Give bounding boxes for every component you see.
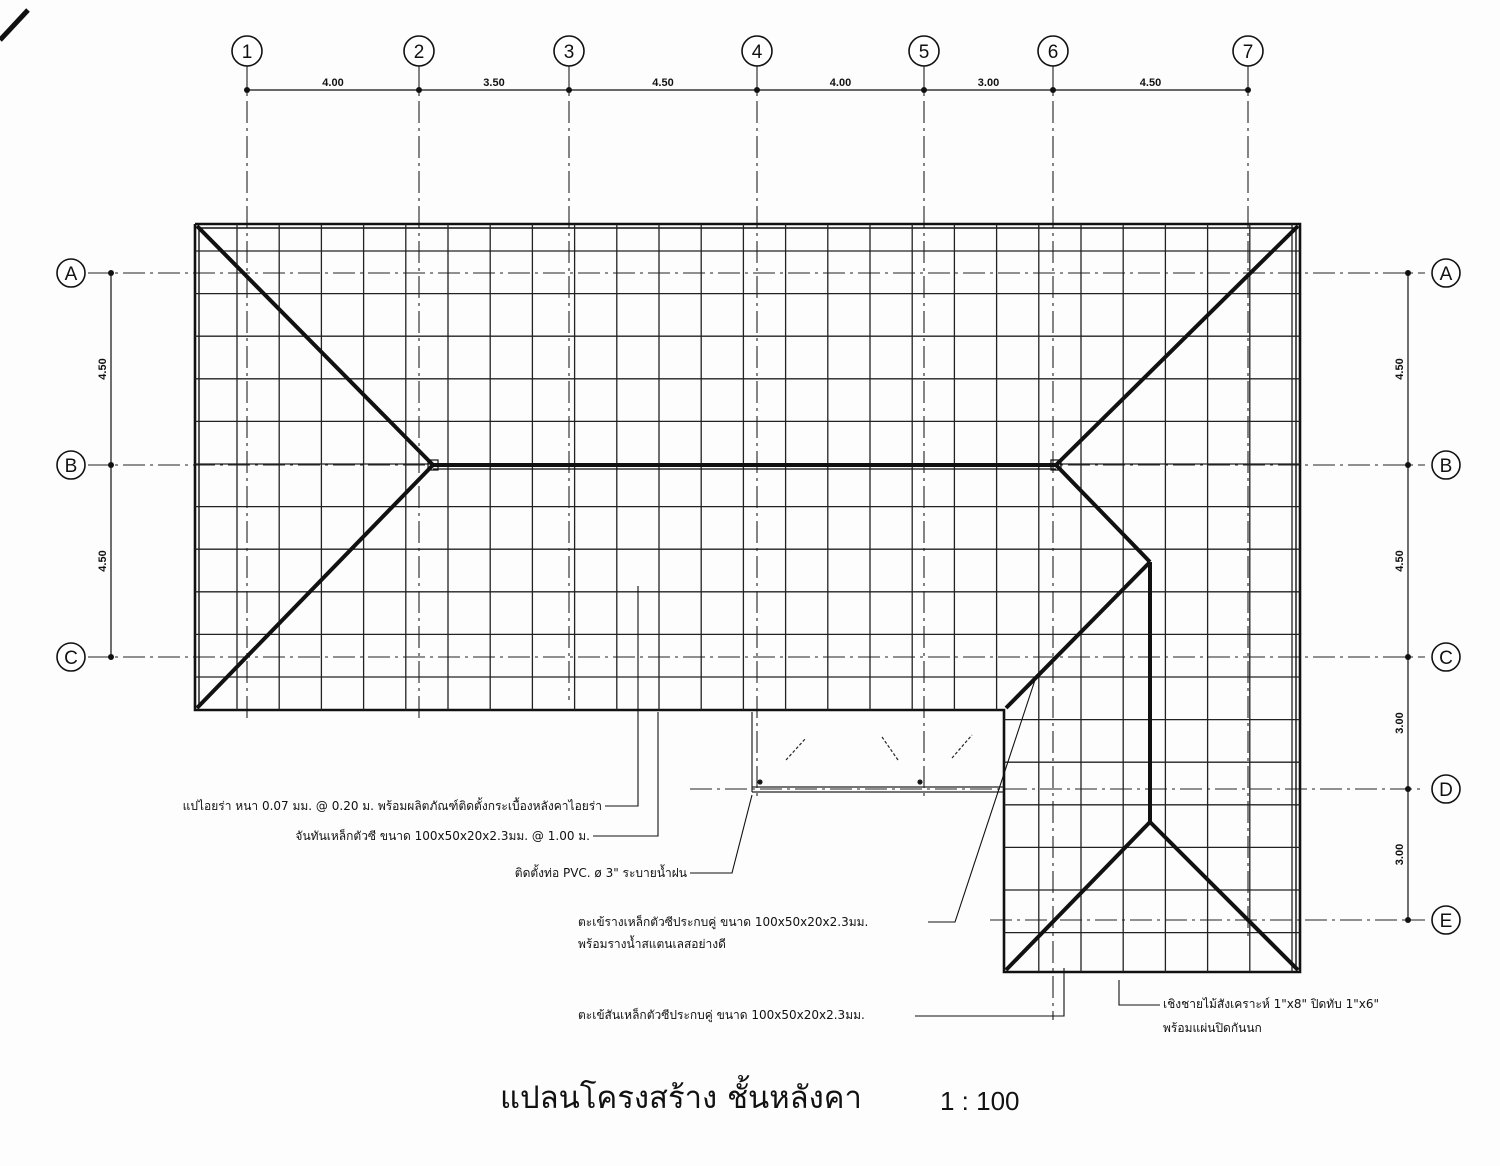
column-bubble-label: 4 — [752, 42, 763, 63]
column-bubble-label: 2 — [414, 42, 425, 63]
row-bubble-left — [56, 258, 86, 288]
dim-dot — [754, 87, 760, 93]
drawing-title: แปลนโครงสร้าง ชั้นหลังคา — [500, 1075, 862, 1116]
row-bubble-label: A — [65, 264, 78, 285]
column-spacing-label: 4.00 — [322, 77, 343, 89]
row-bubble-label: C — [64, 648, 78, 669]
row-bubble-label: A — [1440, 264, 1453, 285]
hip-line-se-2 — [1148, 820, 1300, 972]
hip-line-nw — [195, 224, 435, 467]
hip-line-sw — [195, 463, 435, 710]
column-spacing-label: 4.50 — [1140, 77, 1161, 89]
row-bubble-right — [1431, 774, 1461, 804]
column-bubble-label: 5 — [919, 42, 930, 63]
column-spacing-label: 4.00 — [830, 77, 851, 89]
side-dimension-chains — [110, 273, 1409, 920]
column-bubble — [908, 35, 940, 67]
rafter-grid — [195, 224, 1300, 972]
row-spacing-right-label: 3.00 — [1394, 712, 1406, 733]
note-hip: ตะเข้สันเหล็กตัวซีประกบคู่ ขนาด 100x50x2… — [578, 1007, 865, 1023]
dim-dot — [1245, 87, 1251, 93]
note-fascia-2: พร้อมแผ่นปิดกันนก — [1163, 1021, 1262, 1035]
row-bubbles: A A B B C C D E — [56, 258, 1461, 935]
hip-line-se-1 — [1004, 820, 1152, 972]
note-fascia-1: เชิงชายไม้สังเคราะห์ 1"x8" ปิดทับ 1"x6" — [1163, 997, 1379, 1011]
column-bubble — [1037, 35, 1069, 67]
hip-ridge-inner — [427, 459, 1062, 471]
dim-dot — [566, 87, 572, 93]
row-bubble-right — [1431, 450, 1461, 480]
drawing-scale: 1 : 100 — [940, 1086, 1020, 1116]
roof-outline — [193, 222, 1302, 974]
note-valley-2: พร้อมรางน้ำสแตนเลสอย่างดี — [578, 935, 726, 951]
gutter-notch — [751, 712, 1004, 793]
valley-line-2 — [1004, 560, 1152, 710]
row-spacing-right-label: 4.50 — [1394, 550, 1406, 571]
column-bubble-label: 6 — [1048, 42, 1059, 63]
row-bubble-label: D — [1439, 780, 1453, 801]
row-bubble-left — [56, 642, 86, 672]
column-bubble — [231, 35, 263, 67]
row-spacing-right-label: 4.50 — [1394, 358, 1406, 379]
column-bubble-label: 1 — [242, 42, 253, 63]
dim-dot — [921, 87, 927, 93]
column-spacing-label: 3.50 — [483, 77, 504, 89]
column-bubble — [741, 35, 773, 67]
column-bubble — [553, 35, 585, 67]
dim-dot — [416, 87, 422, 93]
column-bubbles: 1 2 3 4 5 6 7 — [231, 35, 1264, 93]
dim-dot — [244, 87, 250, 93]
note-purlin: แปไอยร่า หนา 0.07 มม. @ 0.20 ม. พร้อมผลิ… — [183, 797, 602, 813]
row-bubble-label: C — [1439, 648, 1453, 669]
note-valley-1: ตะเข้รางเหล็กตัวซีประกบคู่ ขนาด 100x50x2… — [578, 914, 868, 930]
column-spacing-label: 3.00 — [978, 77, 999, 89]
dim-dot — [1050, 87, 1056, 93]
row-bubble-label: E — [1440, 911, 1453, 932]
row-bubble-left — [56, 450, 86, 480]
column-bubble — [1232, 35, 1264, 67]
column-bubble — [403, 35, 435, 67]
row-spacing-left-label: 4.50 — [97, 358, 109, 379]
row-spacing-left-label: 4.50 — [97, 550, 109, 571]
leader-lines — [593, 586, 1160, 1017]
row-bubble-right — [1431, 642, 1461, 672]
hip-line-ne — [1054, 224, 1300, 467]
note-downpipe: ติดตั้งท่อ PVC. ø 3" ระบายน้ำฝน — [515, 864, 687, 880]
column-bubble-label: 3 — [564, 42, 575, 63]
column-spacing-label: 4.50 — [652, 77, 673, 89]
dimension-texts: 4.00 3.50 4.50 4.00 3.00 4.50 4.50 4.50 4.50 4.50… — [97, 77, 1406, 865]
row-spacing-right-label: 3.00 — [1394, 844, 1406, 865]
column-bubble-label: 7 — [1243, 42, 1254, 63]
hip-ridge-lines — [195, 224, 1300, 972]
row-bubble-right — [1431, 258, 1461, 288]
row-bubble-right — [1431, 905, 1461, 935]
corner-stroke — [0, 8, 30, 42]
note-rafter: จันทันเหล็กตัวซี ขนาด 100x50x20x2.3มม. @… — [295, 828, 590, 843]
valley-line-1 — [1054, 463, 1152, 564]
row-bubble-label: B — [1440, 456, 1453, 477]
row-bubble-label: B — [65, 456, 78, 477]
